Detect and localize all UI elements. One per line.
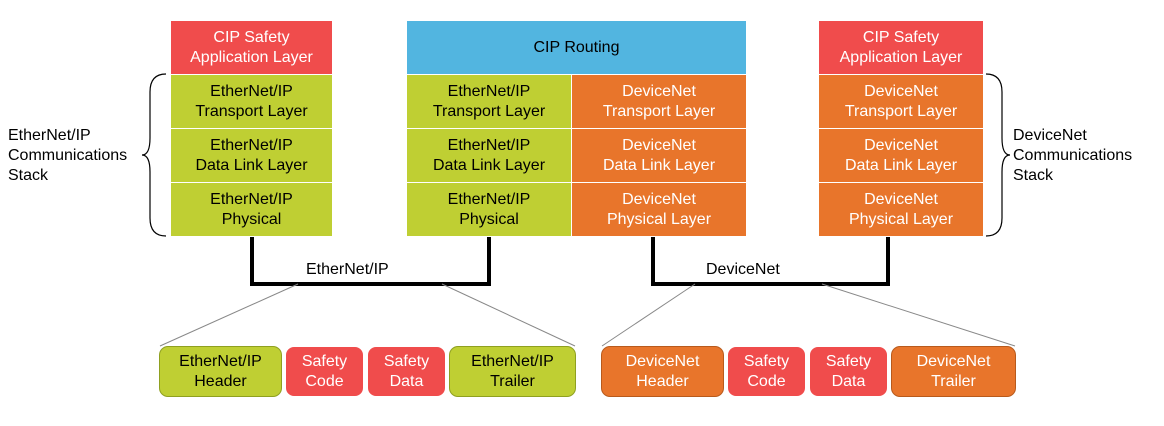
eip-frame-header: EtherNet/IP Header xyxy=(159,346,282,397)
right-cip-safety-app-layer: CIP Safety Application Layer xyxy=(818,20,984,75)
dn-stack-label: DeviceNet Communications Stack xyxy=(1013,127,1133,184)
dn-network-label: DeviceNet xyxy=(706,261,780,278)
eip-stack-brace xyxy=(141,73,167,237)
router-dn-transport-layer: DeviceNet Transport Layer xyxy=(571,74,747,129)
router-eip-data-link-layer: EtherNet/IP Data Link Layer xyxy=(406,128,572,183)
eip-network-label: EtherNet/IP xyxy=(306,261,389,278)
dn-frame-callout-left xyxy=(601,283,696,347)
router-eip-physical-layer: EtherNet/IP Physical xyxy=(406,182,572,237)
eip-frame-callout-left xyxy=(159,283,299,347)
left-eip-transport-layer: EtherNet/IP Transport Layer xyxy=(170,74,333,129)
eip-frame-safety-data: Safety Data xyxy=(367,346,446,397)
eip-stack-label: EtherNet/IP Communications Stack xyxy=(8,127,128,184)
left-eip-data-link-layer: EtherNet/IP Data Link Layer xyxy=(170,128,333,183)
router-eip-transport-layer: EtherNet/IP Transport Layer xyxy=(406,74,572,129)
router-dn-physical-layer: DeviceNet Physical Layer xyxy=(571,182,747,237)
eip-frame-safety-code: Safety Code xyxy=(285,346,364,397)
left-cip-safety-app-layer: CIP Safety Application Layer xyxy=(170,20,333,75)
left-eip-physical-layer: EtherNet/IP Physical xyxy=(170,182,333,237)
dn-stack-brace xyxy=(985,73,1011,237)
dn-frame-safety-code: Safety Code xyxy=(727,346,806,397)
eip-frame-callout-right xyxy=(441,283,576,347)
right-dn-transport-layer: DeviceNet Transport Layer xyxy=(818,74,984,129)
eip-frame-trailer: EtherNet/IP Trailer xyxy=(449,346,576,397)
dn-frame-trailer: DeviceNet Trailer xyxy=(891,346,1016,397)
dn-frame-header: DeviceNet Header xyxy=(601,346,724,397)
dn-frame-callout-right xyxy=(821,283,1016,347)
right-dn-data-link-layer: DeviceNet Data Link Layer xyxy=(818,128,984,183)
right-dn-physical-layer: DeviceNet Physical Layer xyxy=(818,182,984,237)
ethernet-cable xyxy=(250,236,491,286)
router-dn-data-link-layer: DeviceNet Data Link Layer xyxy=(571,128,747,183)
cip-routing-layer: CIP Routing xyxy=(406,20,747,75)
dn-frame-safety-data: Safety Data xyxy=(809,346,888,397)
devicenet-cable xyxy=(651,236,890,286)
